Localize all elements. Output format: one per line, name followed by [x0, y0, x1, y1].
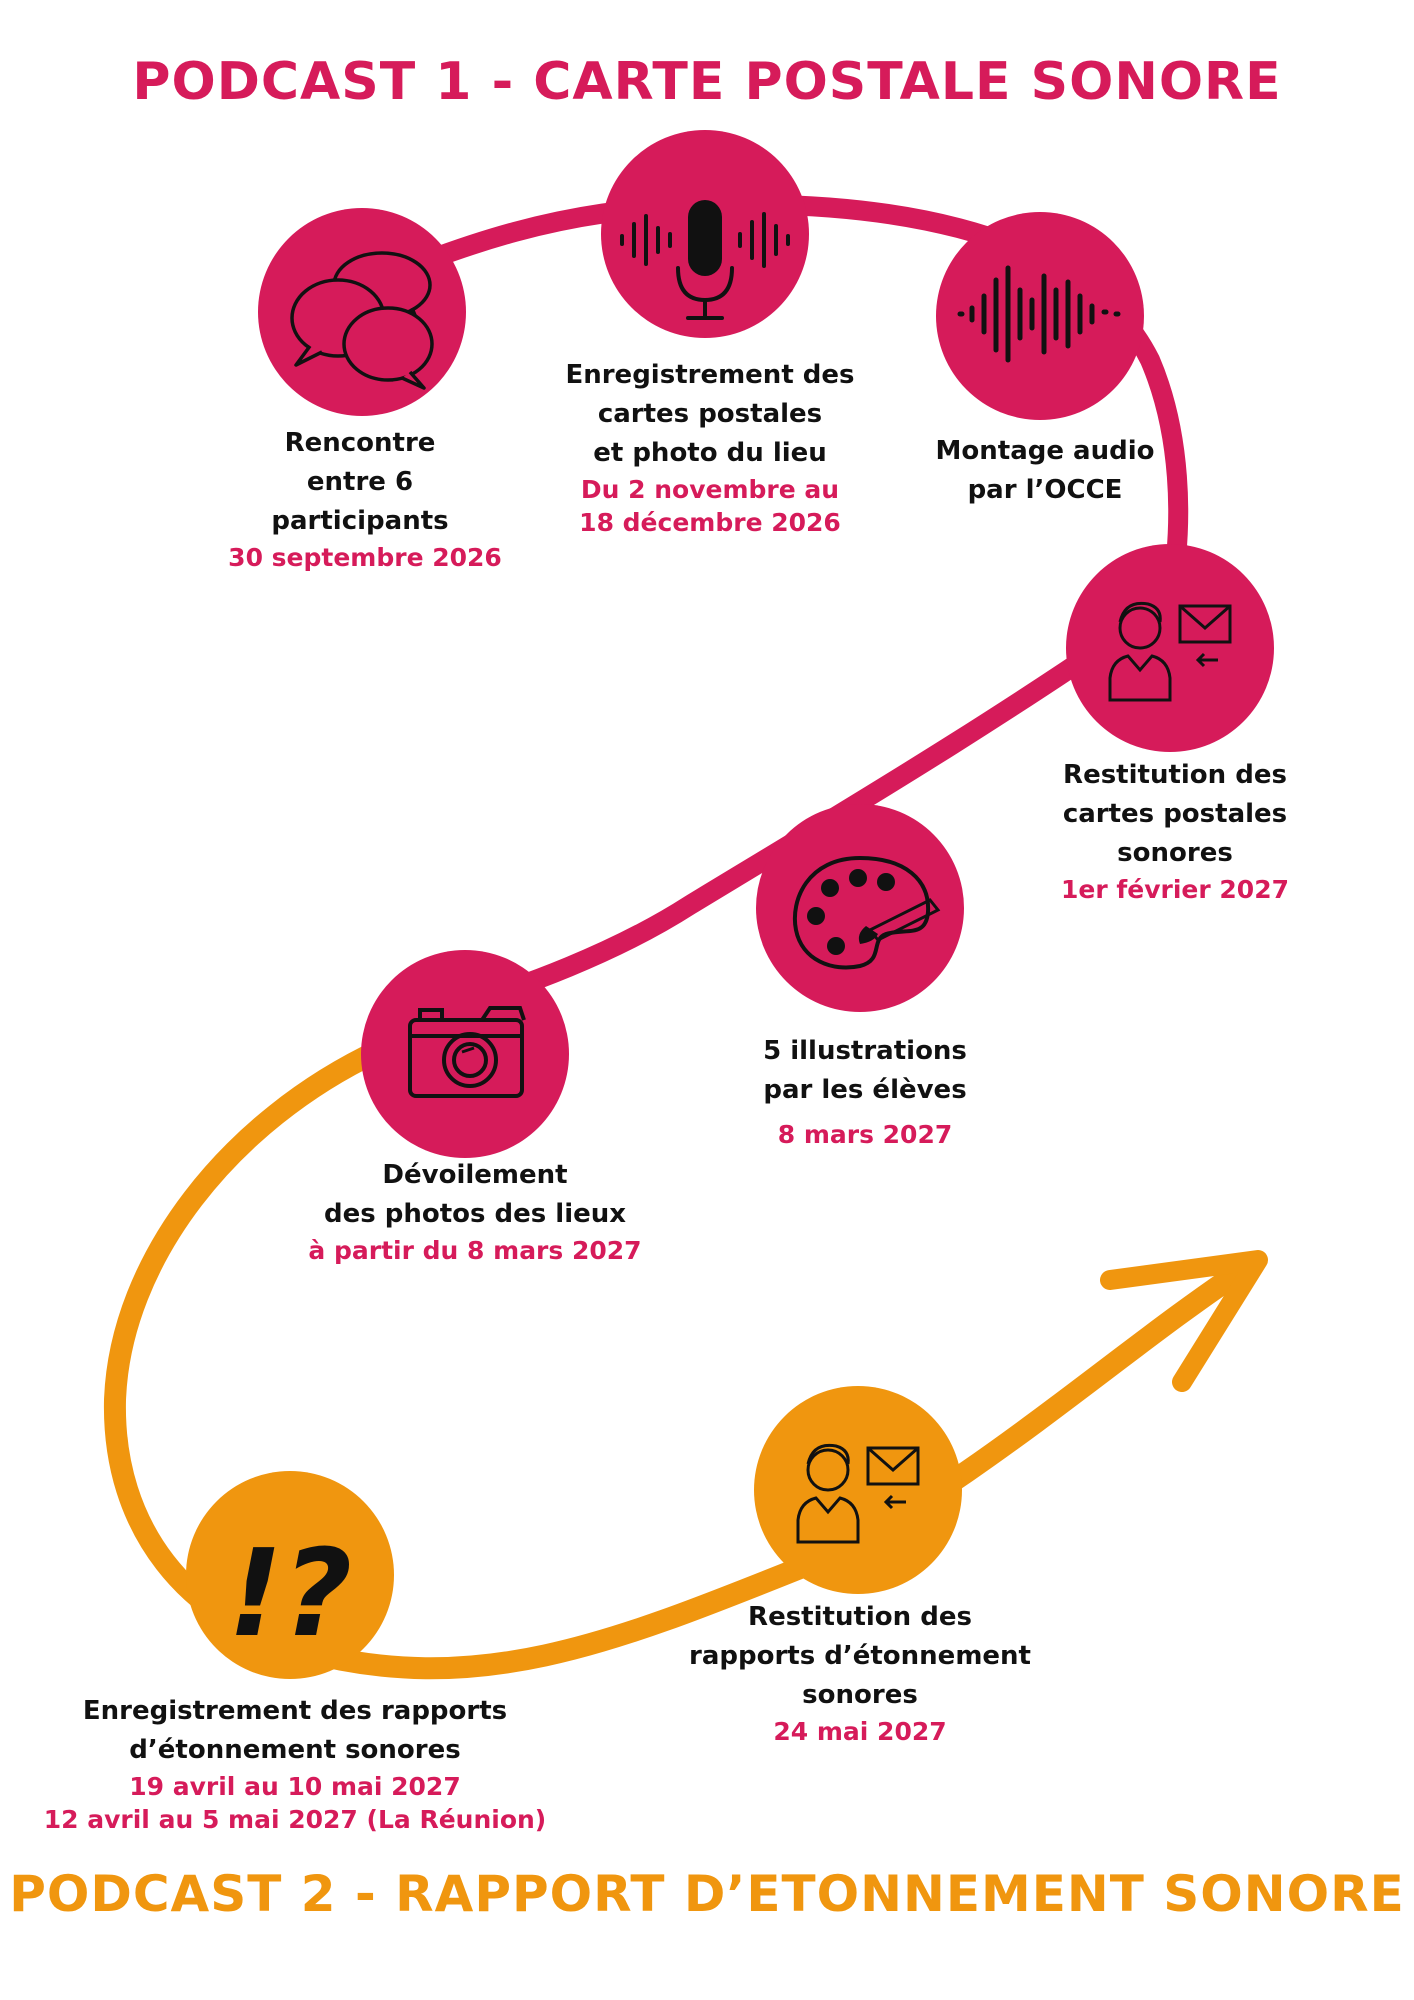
person-mail-icon: [796, 1443, 920, 1544]
camera-icon: [408, 1006, 526, 1098]
step-4-label: Restitution des cartes postales sonores: [1062, 760, 1288, 868]
step-3-label: Montage audio par l’OCCE: [935, 436, 1155, 505]
step-3-circle: [936, 212, 1144, 420]
step-5-text: 5 illustrations par les élèves 8 mars 20…: [720, 1032, 1010, 1151]
step-6-text: Dévoilement des photos des lieux à parti…: [285, 1156, 665, 1267]
step-4-text: Restitution des cartes postales sonores …: [1040, 756, 1310, 906]
sound-wave-icon: [957, 265, 1121, 363]
step-8-circle: [754, 1386, 962, 1594]
step-7-date: 19 avril au 10 mai 2027 12 avril au 5 ma…: [43, 1772, 547, 1834]
podcast-1-title: PODCAST 1 - CARTE POSTALE SONORE: [132, 52, 1282, 112]
step-4-date: 1er février 2027: [1061, 875, 1289, 904]
paint-palette-icon: [793, 855, 941, 970]
step-2-text: Enregistrement des cartes postales et ph…: [520, 356, 900, 539]
step-6-date: à partir du 8 mars 2027: [308, 1236, 642, 1265]
step-3-text: Montage audio par l’OCCE: [915, 432, 1175, 510]
step-4-circle: [1066, 544, 1274, 752]
timeline-arrowhead: [1100, 1250, 1268, 1392]
step-8-text: Restitution des rapports d’étonnement so…: [680, 1598, 1040, 1748]
step-2-label: Enregistrement des cartes postales et ph…: [565, 360, 855, 468]
step-2-circle: [601, 130, 809, 338]
step-8-label: Restitution des rapports d’étonnement so…: [689, 1602, 1031, 1710]
person-mail-icon: [1108, 601, 1232, 702]
interrobang-icon: !?: [228, 1525, 352, 1664]
step-5-date: 8 mars 2027: [777, 1120, 953, 1149]
step-7-text: Enregistrement des rapports d’étonnement…: [30, 1692, 560, 1836]
podcast-2-title: PODCAST 2 - RAPPORT D’ETONNEMENT SONORE: [9, 1865, 1405, 1923]
step-5-circle: [756, 804, 964, 1012]
step-7-circle: !?: [186, 1471, 394, 1679]
speech-bubbles-icon: [290, 251, 434, 390]
step-8-date: 24 mai 2027: [773, 1717, 947, 1746]
step-5-label: 5 illustrations par les élèves: [763, 1036, 967, 1105]
step-1-text: Rencontre entre 6 participants 30 septem…: [200, 424, 520, 574]
step-6-label: Dévoilement des photos des lieux: [323, 1160, 627, 1229]
microphone-icon: [620, 200, 790, 320]
step-7-label: Enregistrement des rapports d’étonnement…: [82, 1696, 508, 1765]
step-2-date: Du 2 novembre au 18 décembre 2026: [579, 475, 841, 537]
step-1-circle: [258, 208, 466, 416]
step-1-date: 30 septembre 2026: [228, 543, 502, 572]
step-1-label: Rencontre entre 6 participants: [271, 428, 449, 536]
step-6-circle: [361, 950, 569, 1158]
